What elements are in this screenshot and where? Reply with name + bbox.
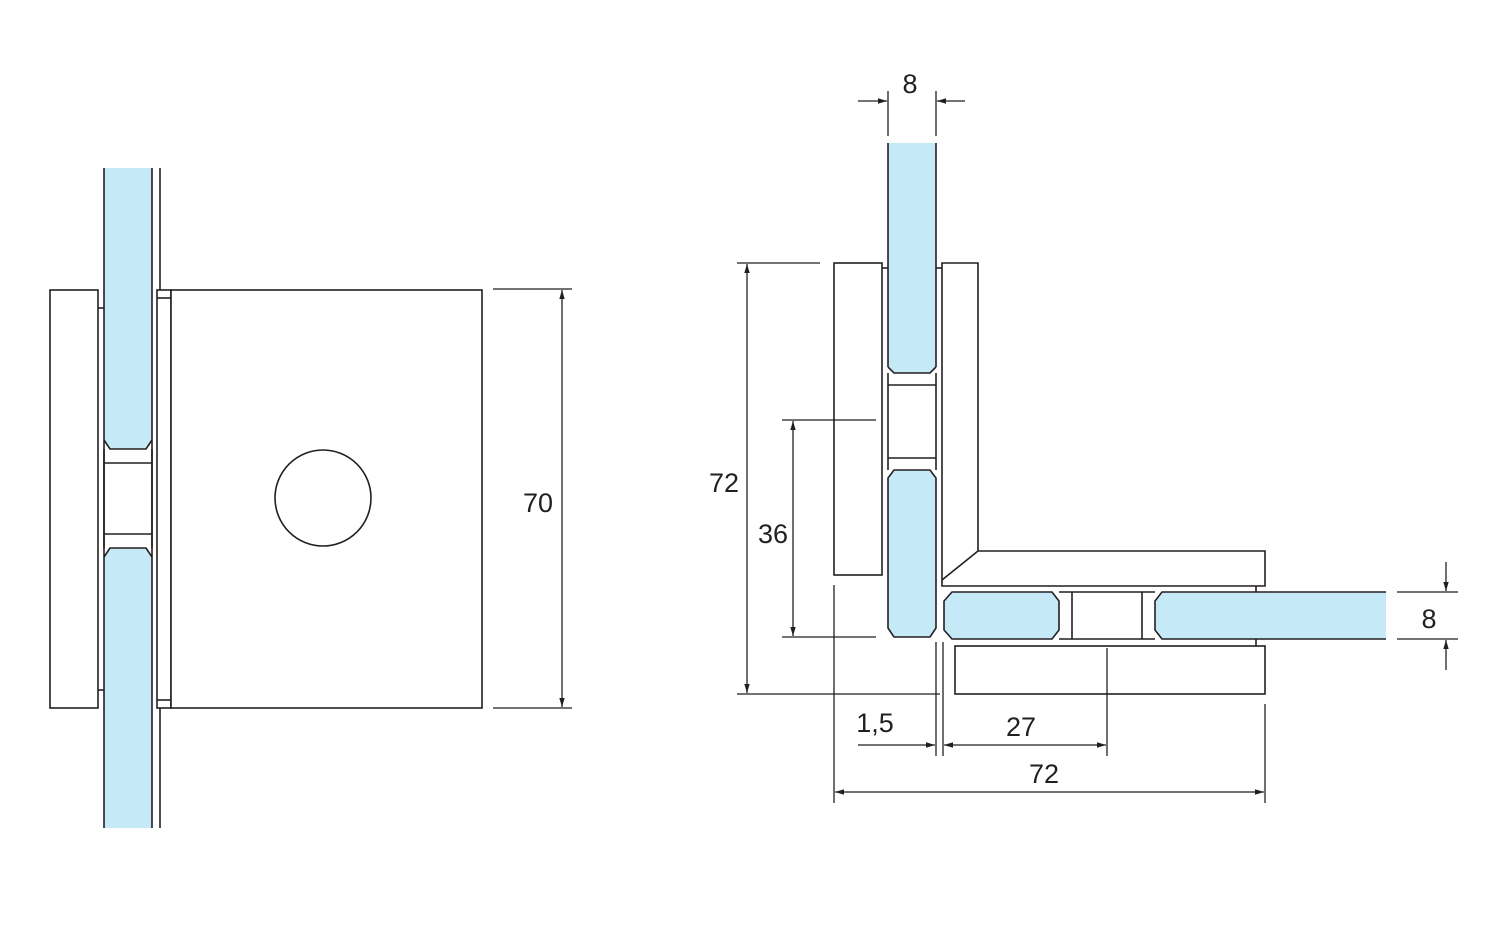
dimension-8-right-label: 8 (1421, 604, 1436, 634)
corner-bracket (941, 262, 1266, 587)
corner-horizontal-glass (943, 586, 1386, 646)
dimension-72-horizontal: 72 (833, 585, 1266, 803)
dimension-70-label: 70 (523, 488, 553, 518)
corner-view: 8 72 36 8 1,5 (709, 69, 1458, 803)
side-spacer-strip (156, 289, 172, 709)
dimension-72-vertical: 72 (709, 262, 940, 695)
corner-vertical-glass (882, 143, 942, 638)
dimension-27: 27 (944, 648, 1108, 756)
dimension-1-5-label: 1,5 (856, 708, 894, 738)
dimension-36-label: 36 (758, 519, 788, 549)
dimension-72-vertical-label: 72 (709, 468, 739, 498)
dimension-27-label: 27 (1006, 712, 1036, 742)
corner-bottom-plate (954, 645, 1266, 695)
dimension-8-top: 8 (858, 69, 965, 136)
dimension-8-top-label: 8 (902, 69, 917, 99)
dimension-1-5: 1,5 (856, 642, 944, 756)
dimension-70: 70 (493, 288, 572, 709)
dimension-8-right: 8 (1397, 562, 1458, 670)
side-screw-hole (274, 449, 372, 547)
side-view: 70 (49, 168, 572, 828)
side-back-plate (49, 289, 99, 709)
dimension-72-horizontal-label: 72 (1029, 759, 1059, 789)
side-glass-panel (98, 168, 153, 828)
dimension-36: 36 (758, 419, 876, 638)
corner-left-plate (833, 262, 883, 576)
